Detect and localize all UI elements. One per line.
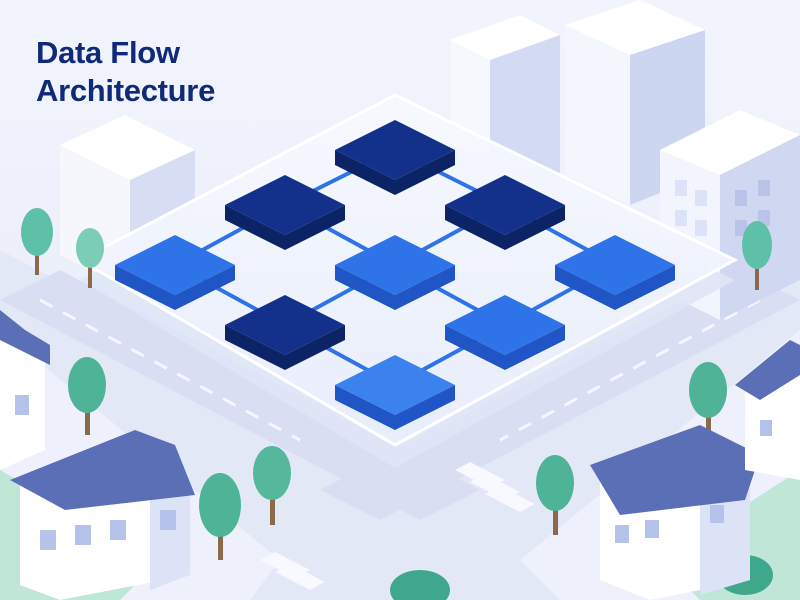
network-node-icon xyxy=(445,295,565,370)
title-line-1: Data Flow xyxy=(36,35,180,70)
house-icon xyxy=(735,340,800,480)
network-node-icon xyxy=(225,295,345,370)
node-right xyxy=(555,235,675,310)
network-node-icon xyxy=(335,120,455,195)
road-left xyxy=(0,270,480,520)
house-icon xyxy=(10,430,195,600)
tree-icon xyxy=(199,473,241,560)
network-node-icon xyxy=(115,235,235,310)
node-upper-right xyxy=(445,175,565,250)
network-node-icon xyxy=(225,175,345,250)
tree-icon xyxy=(76,228,104,288)
node-top xyxy=(335,120,455,195)
network-node-icon xyxy=(445,175,565,250)
node-center xyxy=(335,235,455,310)
tree-icon xyxy=(536,455,574,535)
network-node-icon xyxy=(335,355,455,430)
network-node-icon xyxy=(335,235,455,310)
crosswalk xyxy=(260,462,535,590)
node-bottom xyxy=(335,355,455,430)
house-icon xyxy=(0,310,50,470)
node-lower-left xyxy=(225,295,345,370)
tree-icon xyxy=(21,208,53,275)
node-lower-right xyxy=(445,295,565,370)
tree-icon xyxy=(689,362,727,440)
node-upper-left xyxy=(225,175,345,250)
page-title: Data Flow Architecture xyxy=(36,34,215,110)
network-node-icon xyxy=(555,235,675,310)
tree-icon xyxy=(68,357,106,435)
title-line-2: Architecture xyxy=(36,73,216,108)
tree-icon xyxy=(253,446,291,525)
node-left xyxy=(115,235,235,310)
house-icon xyxy=(590,425,760,600)
road-right xyxy=(320,270,800,520)
tree-icon xyxy=(742,221,772,290)
